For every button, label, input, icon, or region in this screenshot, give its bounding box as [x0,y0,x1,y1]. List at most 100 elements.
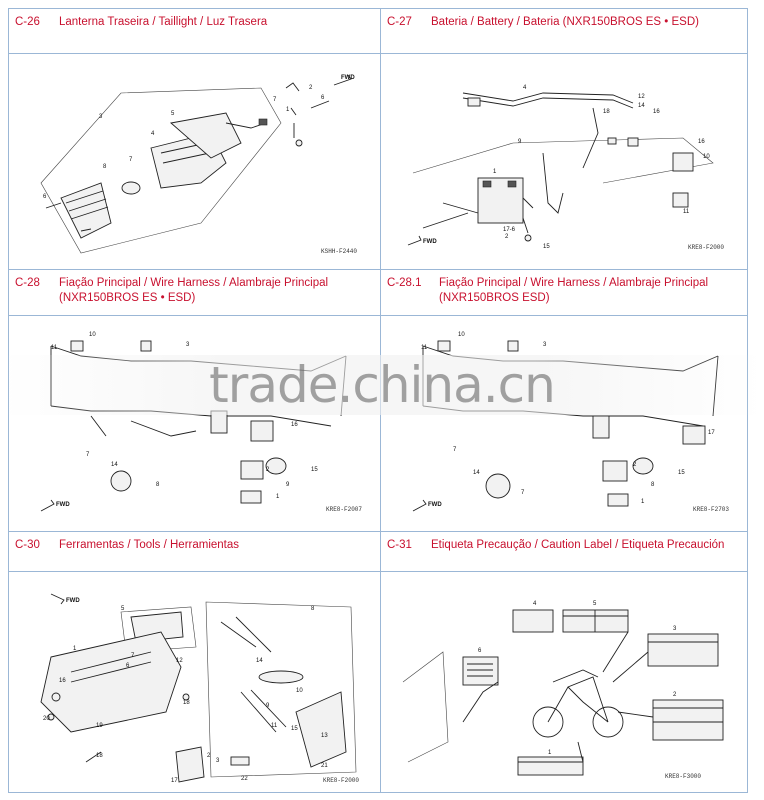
svg-text:10: 10 [703,154,710,160]
tools-diagram: 1 5 7 6 12 16 20 19 18 18 2 3 8 14 9 10 … [11,572,378,790]
svg-text:8: 8 [651,482,655,488]
svg-text:8: 8 [156,482,160,488]
svg-text:5: 5 [121,606,125,612]
drawing-code: KSHH-F2440 [321,248,357,255]
drawing-code: KRE8-F2000 [323,777,359,784]
section-title: Ferramentas / Tools / Herramientas [59,539,240,551]
svg-text:11: 11 [683,209,690,215]
section-title: Lanterna Traseira / Taillight / Luz Tras… [59,16,268,28]
svg-text:5: 5 [171,111,175,117]
svg-text:7: 7 [129,157,133,163]
svg-text:1: 1 [493,169,497,175]
svg-text:2: 2 [673,692,677,698]
section-title: Fiação Principal / Wire Harness / Alambr… [439,277,709,304]
fwd-label: FWD [66,598,80,604]
drawing-code: KRE8-F2703 [693,506,729,513]
parts-catalog-grid: C-26 Lanterna Traseira / Taillight / Luz… [8,8,748,793]
svg-text:8: 8 [103,164,107,170]
drawing-code: KRE8-F3000 [665,773,701,780]
section-c28-1: C-28.1 Fiação Principal / Wire Harness /… [381,270,747,531]
section-code: C-31 [387,539,412,551]
fwd-label: FWD [423,239,437,245]
caution-label-diagram: 4 5 3 2 1 6 KRE8-F3000 [383,572,745,790]
svg-text:4: 4 [533,601,537,607]
svg-text:1: 1 [548,750,552,756]
section-c28: C-28 Fiação Principal / Wire Harness / A… [9,270,380,531]
svg-text:15: 15 [543,244,550,250]
svg-text:10: 10 [296,688,303,694]
svg-text:3: 3 [99,114,103,120]
svg-text:13: 13 [321,733,328,739]
svg-text:7: 7 [273,97,277,103]
svg-text:15: 15 [311,467,318,473]
svg-text:9: 9 [286,482,290,488]
section-code: C-30 [15,539,40,551]
svg-text:9: 9 [518,139,522,145]
svg-text:16: 16 [291,422,298,428]
svg-text:11: 11 [271,723,278,729]
svg-text:11: 11 [51,345,58,351]
section-c27: C-27 Bateria / Battery / Bateria (NXR150… [381,9,747,269]
svg-text:1: 1 [276,494,280,500]
svg-text:12: 12 [176,658,183,664]
svg-text:14: 14 [473,470,480,476]
section-c26: C-26 Lanterna Traseira / Taillight / Luz… [9,9,380,269]
svg-text:14: 14 [638,103,645,109]
svg-text:6: 6 [321,95,325,101]
svg-text:15: 15 [291,726,298,732]
svg-text:14: 14 [256,658,263,664]
section-title: Bateria / Battery / Bateria (NXR150BROS … [431,16,699,28]
svg-text:1: 1 [286,107,290,113]
section-title: Etiqueta Precaução / Caution Label / Eti… [431,539,725,551]
section-code: C-28 [15,277,40,289]
svg-text:1: 1 [73,646,77,652]
svg-text:18: 18 [183,700,190,706]
svg-text:6: 6 [478,648,482,654]
svg-text:16: 16 [653,109,660,115]
svg-text:19: 19 [96,723,103,729]
drawing-code: KRE8-F2007 [326,506,362,513]
svg-text:14: 14 [111,462,118,468]
svg-text:7: 7 [86,452,90,458]
svg-text:7: 7 [521,490,525,496]
svg-text:10: 10 [458,332,465,338]
fwd-label: FWD [56,502,70,508]
svg-text:2: 2 [207,753,211,759]
svg-text:1: 1 [641,499,645,505]
fwd-label: FWD [428,502,442,508]
svg-text:20: 20 [43,716,50,722]
fwd-label: FWD [341,75,355,81]
section-code: C-26 [15,16,40,28]
svg-text:17-6: 17-6 [503,227,516,233]
taillight-diagram: 3 6 8 7 4 5 7 2 1 6 FWD KSHH-F2440 [11,53,378,267]
svg-text:4: 4 [523,85,527,91]
svg-text:18: 18 [96,753,103,759]
svg-text:3: 3 [216,758,220,764]
drawing-code: KRE8-F2000 [688,244,724,251]
svg-text:2: 2 [505,234,509,240]
svg-text:6: 6 [43,194,47,200]
svg-text:2: 2 [309,85,313,91]
svg-text:16: 16 [59,678,66,684]
svg-text:9: 9 [266,703,270,709]
svg-text:5: 5 [593,601,597,607]
svg-text:16: 16 [698,139,705,145]
section-title: Fiação Principal / Wire Harness / Alambr… [59,277,329,304]
svg-text:4: 4 [151,131,155,137]
svg-text:7: 7 [453,447,457,453]
svg-text:8: 8 [311,606,315,612]
svg-text:2: 2 [633,462,637,468]
svg-text:6: 6 [126,663,130,669]
battery-diagram: 4 12 14 16 18 9 16 10 11 1 17-6 15 2 FWD… [383,53,745,267]
svg-text:3: 3 [673,626,677,632]
svg-text:22: 22 [241,776,248,782]
svg-text:2: 2 [266,467,270,473]
svg-text:18: 18 [603,109,610,115]
wire-harness-diagram: 11 10 3 7 14 8 2 9 15 1 16 FWD KRE8-F200… [11,316,378,529]
svg-text:11: 11 [421,345,428,351]
svg-text:12: 12 [638,94,645,100]
svg-text:15: 15 [678,470,685,476]
section-code: C-27 [387,16,412,28]
svg-text:17: 17 [708,430,715,436]
svg-text:3: 3 [543,342,547,348]
